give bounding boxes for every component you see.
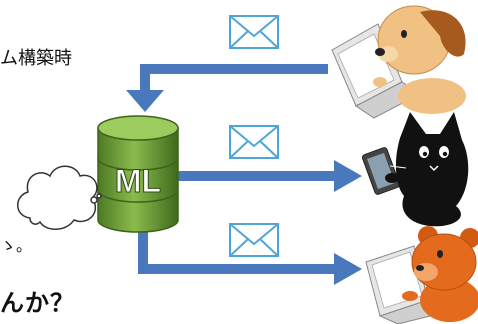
thought-cloud-icon xyxy=(17,165,102,230)
envelope-icon xyxy=(229,15,279,49)
arrow-to-cat xyxy=(176,160,362,192)
orange-bear-with-laptop-icon xyxy=(365,226,478,324)
black-cat-with-tablet-icon xyxy=(361,112,469,227)
mid-text-fragment: ゝ。 xyxy=(0,236,33,255)
top-text-fragment: ム構築時 xyxy=(0,48,72,69)
envelope-icon xyxy=(229,125,279,159)
bottom-question-fragment: んか？ xyxy=(0,289,75,317)
database-icon xyxy=(97,115,179,233)
arrow-to-bear xyxy=(138,228,362,285)
db-label: ML xyxy=(115,163,161,199)
envelope-icon xyxy=(229,223,279,257)
arrow-from-dog xyxy=(126,64,328,112)
dog-with-laptop-icon xyxy=(331,5,466,119)
